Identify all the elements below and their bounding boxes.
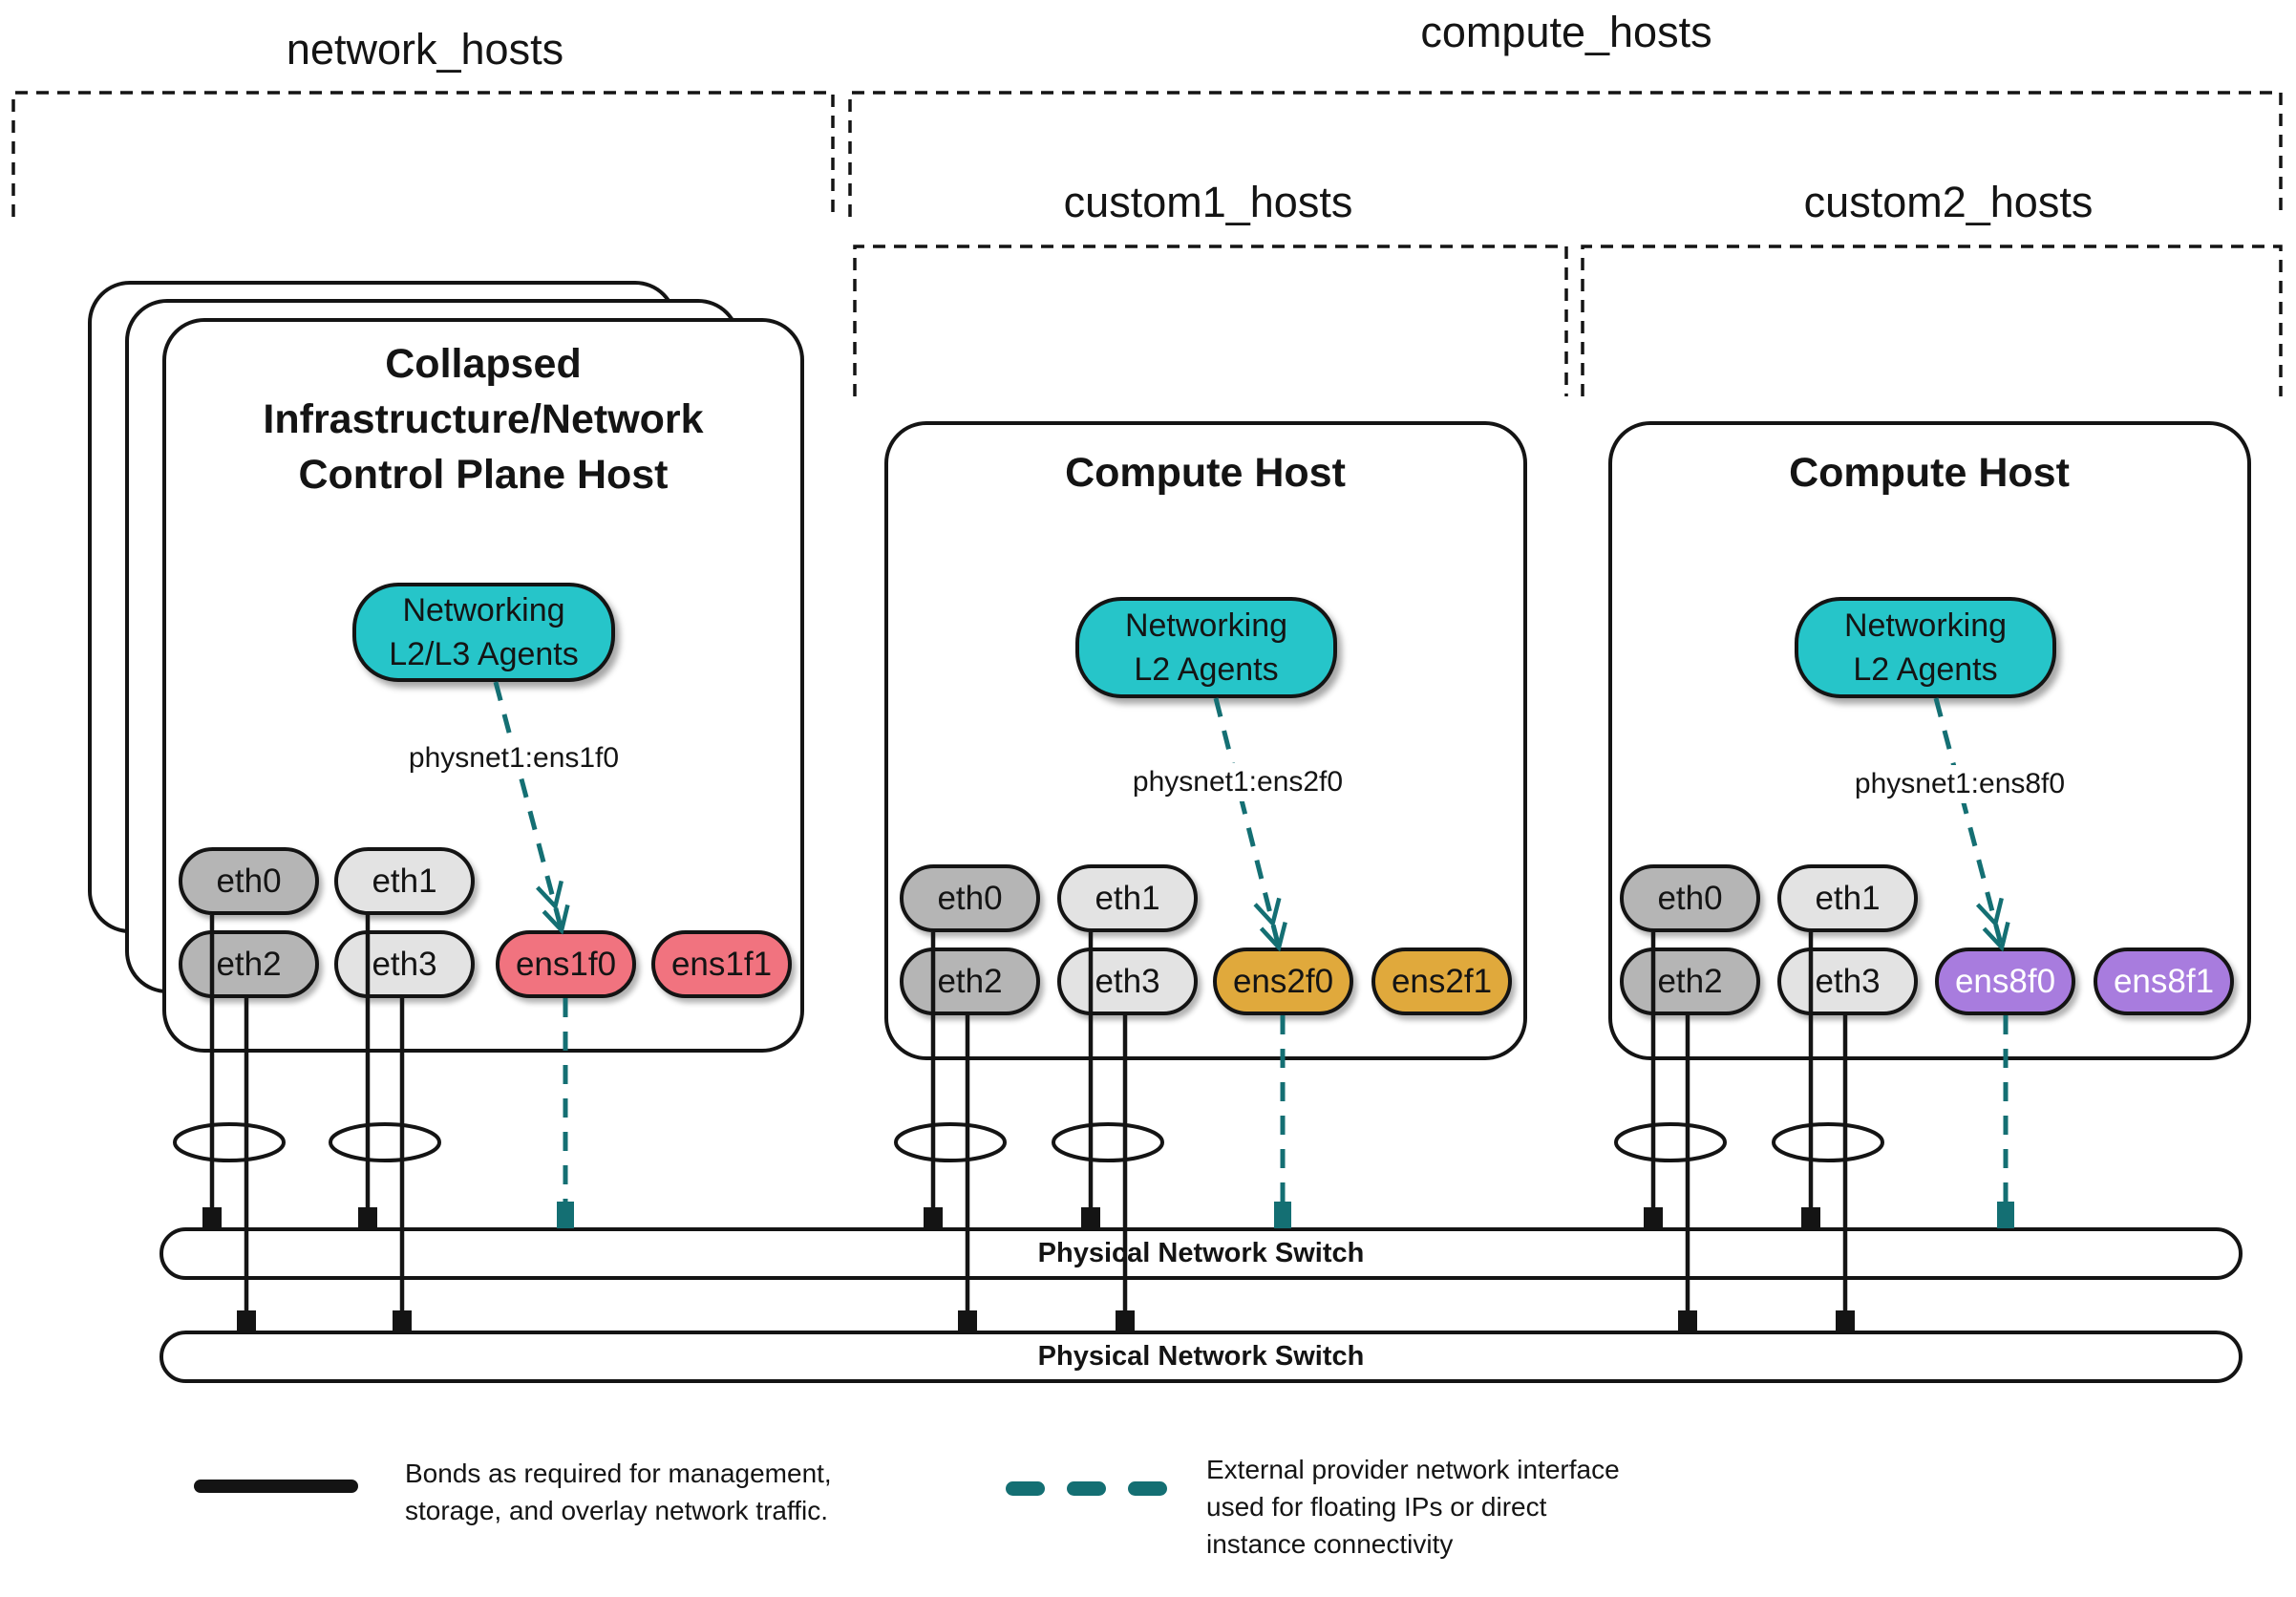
physical-network-switch-2: Physical Network Switch xyxy=(159,1331,2243,1383)
compute1-physnet-label: physnet1:ens2f0 xyxy=(1122,763,1353,801)
group-label-custom2-hosts: custom2_hosts xyxy=(1803,178,2094,226)
infra-networking-agents-box: Networking L2/L3 Agents xyxy=(352,583,615,682)
nic-pill-eth1: eth1 xyxy=(1777,864,1918,932)
bond-ellipse xyxy=(173,1122,286,1162)
bond-ellipse xyxy=(894,1122,1007,1162)
network-hosts-bracket xyxy=(11,91,835,217)
compute1-agent-line1: Networking xyxy=(1124,607,1288,644)
compute2-host-title: Compute Host xyxy=(1789,450,2070,496)
legend-bonds-line1: Bonds as required for management, xyxy=(405,1459,832,1488)
connector-square xyxy=(393,1310,412,1331)
nic-pill-eth1: eth1 xyxy=(1057,864,1198,932)
nic-pill-ens2f1: ens2f1 xyxy=(1371,948,1512,1015)
legend-dashed-line-icon xyxy=(1128,1481,1167,1496)
connector-square xyxy=(1644,1207,1663,1227)
infra-host-title-line3: Control Plane Host xyxy=(298,452,669,498)
nic-pill-eth3: eth3 xyxy=(1777,948,1918,1015)
nic-pill-eth0: eth0 xyxy=(179,847,319,915)
switch2-label: Physical Network Switch xyxy=(1037,1341,1365,1372)
nic-pill-eth2: eth2 xyxy=(900,948,1040,1015)
compute1-networking-agents-box: Networking L2 Agents xyxy=(1075,597,1337,698)
group-label-compute-hosts: compute_hosts xyxy=(1420,8,1712,56)
nic-pill-ens2f0: ens2f0 xyxy=(1213,948,1353,1015)
compute2-physnet-label: physnet1:ens8f0 xyxy=(1844,765,2075,803)
compute2-agent-line1: Networking xyxy=(1843,607,2008,644)
compute1-agent-line2: L2 Agents xyxy=(1134,651,1279,688)
teal-connector-square xyxy=(1997,1202,2014,1228)
connector-square xyxy=(202,1207,222,1227)
switch1-label: Physical Network Switch xyxy=(1037,1238,1365,1268)
provider-connectors xyxy=(557,1202,2014,1228)
compute2-networking-agents-box: Networking L2 Agents xyxy=(1795,597,2056,698)
nic-pill-ens8f0: ens8f0 xyxy=(1935,948,2075,1015)
legend-provider-text: External provider network interface used… xyxy=(1206,1451,1620,1563)
teal-connector-square xyxy=(557,1202,574,1228)
bond-ellipse xyxy=(1772,1122,1884,1162)
connector-square xyxy=(358,1207,377,1227)
connector-square xyxy=(1081,1207,1100,1227)
infra-host-title: Collapsed Infrastructure/Network Control… xyxy=(244,336,722,502)
connector-square xyxy=(1801,1207,1820,1227)
infra-agent-line1: Networking xyxy=(402,592,565,628)
teal-connector-square xyxy=(1274,1202,1291,1228)
infra-host-title-line2: Infrastructure/Network xyxy=(263,396,704,442)
legend-dashed-line-icon xyxy=(1006,1481,1045,1496)
infra-physnet-label: physnet1:ens1f0 xyxy=(398,739,629,777)
connector-square xyxy=(924,1207,943,1227)
connector-square xyxy=(1836,1310,1855,1331)
nic-pill-ens1f1: ens1f1 xyxy=(651,930,792,998)
group-label-custom1-hosts: custom1_hosts xyxy=(1063,178,1353,226)
custom2-hosts-bracket xyxy=(1581,245,2283,396)
nic-pill-eth0: eth0 xyxy=(900,864,1040,932)
nic-pill-eth2: eth2 xyxy=(179,930,319,998)
group-label-network-hosts: network_hosts xyxy=(286,25,564,74)
switch1-connectors xyxy=(202,1207,1820,1227)
connector-square xyxy=(958,1310,977,1331)
bond-ellipse xyxy=(1614,1122,1727,1162)
connector-square xyxy=(1678,1310,1697,1331)
infra-agent-line2: L2/L3 Agents xyxy=(389,636,579,672)
bond-ellipse xyxy=(1052,1122,1164,1162)
legend-bonds-text: Bonds as required for management, storag… xyxy=(405,1455,832,1529)
legend-provider-line3: instance connectivity xyxy=(1206,1529,1454,1559)
custom1-hosts-bracket xyxy=(853,245,1568,396)
connector-square xyxy=(1116,1310,1135,1331)
legend-bonds-line2: storage, and overlay network traffic. xyxy=(405,1496,829,1525)
nic-pill-ens1f0: ens1f0 xyxy=(496,930,636,998)
bond-ellipses xyxy=(173,1122,1884,1162)
infra-host-box xyxy=(162,318,804,1053)
nic-pill-eth3: eth3 xyxy=(334,930,475,998)
nic-pill-eth3: eth3 xyxy=(1057,948,1198,1015)
legend-provider-line1: External provider network interface xyxy=(1206,1455,1620,1484)
bond-ellipse xyxy=(329,1122,441,1162)
compute1-host-title: Compute Host xyxy=(1065,450,1346,496)
nic-pill-eth1: eth1 xyxy=(334,847,475,915)
nic-pill-eth0: eth0 xyxy=(1620,864,1760,932)
legend-solid-line-icon xyxy=(194,1480,358,1493)
connector-square xyxy=(237,1310,256,1331)
nic-pill-eth2: eth2 xyxy=(1620,948,1760,1015)
compute2-agent-line2: L2 Agents xyxy=(1853,651,1998,688)
nic-pill-ens8f1: ens8f1 xyxy=(2094,948,2234,1015)
legend-dashed-line-icon xyxy=(1067,1481,1106,1496)
physical-network-switch-1: Physical Network Switch xyxy=(159,1227,2243,1280)
infra-host-title-line1: Collapsed xyxy=(385,341,582,387)
switch2-connectors xyxy=(237,1310,1855,1331)
legend-provider-line2: used for floating IPs or direct xyxy=(1206,1492,1547,1522)
